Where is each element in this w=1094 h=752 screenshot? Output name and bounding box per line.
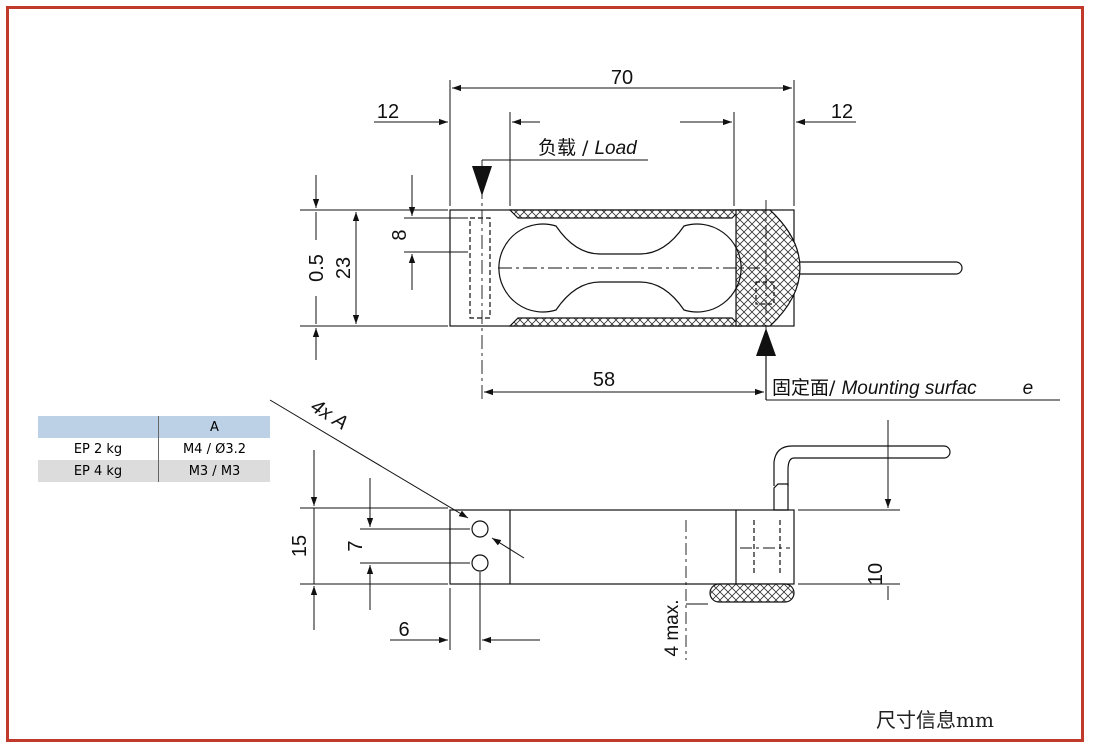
table-header-cell: A xyxy=(210,419,219,435)
cable xyxy=(800,261,963,275)
drawing-frame xyxy=(6,6,1084,742)
lower-hole xyxy=(471,554,489,572)
table-cell-value: M4 / Ø3.2 xyxy=(182,441,247,457)
load-arrow-icon xyxy=(472,166,492,196)
mount-arrow-icon xyxy=(756,328,776,356)
upper-hole xyxy=(471,520,489,538)
dim-15: 15 xyxy=(289,535,311,557)
dim-4-max: 4 max. xyxy=(662,599,683,656)
left-hole-hidden xyxy=(469,217,491,319)
underside-knurl xyxy=(709,583,795,603)
dim-0-5: 0.5 xyxy=(306,254,328,282)
side-body-outline xyxy=(449,509,795,585)
dim-8: 8 xyxy=(389,229,411,240)
table-row: EP 2 kg M4 / Ø3.2 xyxy=(38,438,270,460)
units-note: 尺寸信息mm xyxy=(876,708,994,732)
dim-6: 6 xyxy=(398,619,409,641)
top-knurl-strip xyxy=(508,209,742,219)
table-header-cell xyxy=(38,416,159,438)
hole-callout: 4x A xyxy=(307,395,352,434)
load-label: 负载 / Load xyxy=(538,137,638,159)
top-view xyxy=(449,160,963,400)
side-view-dims xyxy=(269,399,900,650)
dim-12-right: 12 xyxy=(831,101,853,123)
table-cell-model: EP 2 kg xyxy=(38,438,159,460)
thread-table: A EP 2 kg M4 / Ø3.2 EP 4 kg M3 / M3 xyxy=(38,416,270,482)
side-view xyxy=(449,445,951,660)
table-row: EP 4 kg M3 / M3 xyxy=(38,460,270,482)
cable-cap xyxy=(735,209,801,327)
dim-23: 23 xyxy=(333,257,355,279)
top-view-dims xyxy=(300,80,1060,401)
table-header: A xyxy=(38,416,270,438)
table-cell-model: EP 4 kg xyxy=(38,460,159,482)
right-hole-hidden xyxy=(755,281,775,305)
side-cable xyxy=(773,445,951,486)
dim-10: 10 xyxy=(865,563,887,585)
binocular-cutout xyxy=(498,223,742,313)
bottom-knurl-strip xyxy=(508,317,742,327)
dim-12-left: 12 xyxy=(377,101,399,123)
dim-70: 70 xyxy=(611,67,633,89)
dim-58: 58 xyxy=(593,369,615,391)
dim-7: 7 xyxy=(345,540,367,551)
table-cell-value: M3 / M3 xyxy=(188,463,241,479)
